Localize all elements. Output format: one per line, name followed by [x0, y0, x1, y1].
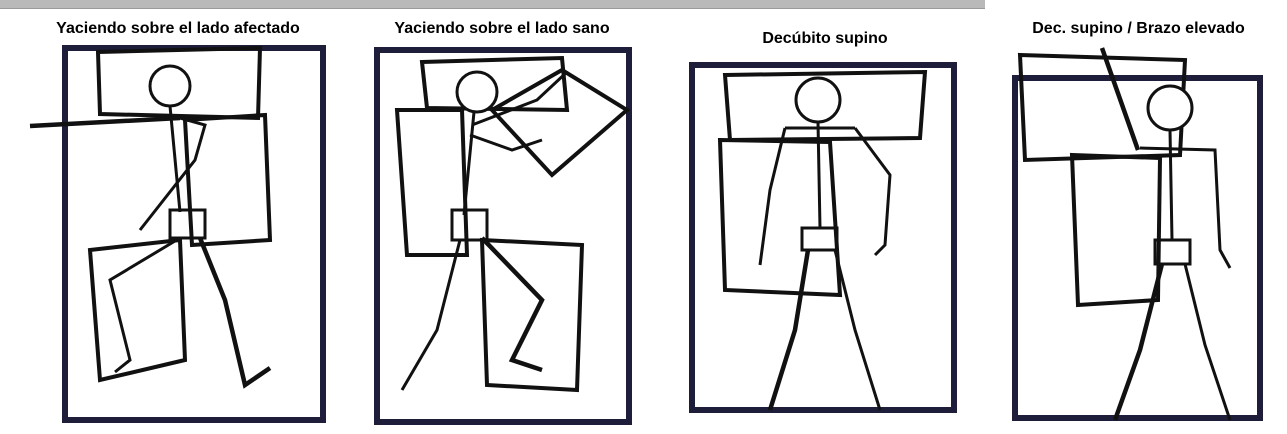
illustration-affected-side [29, 45, 326, 423]
pillow-arm [717, 137, 843, 298]
pillow-head [722, 69, 928, 143]
illustration-supine [689, 62, 957, 413]
panel-title: Yaciendo sobre el lado sano [394, 20, 610, 37]
pillow-legs [479, 237, 585, 393]
stick-figure [1099, 47, 1232, 421]
stick-figure [758, 76, 892, 411]
bed [62, 45, 326, 423]
pillow-legs [87, 237, 188, 383]
stick-figure [29, 64, 272, 389]
illustration-supine-arm-raised [1012, 47, 1263, 421]
pillow-body [182, 112, 273, 248]
illustration-healthy-side [374, 47, 632, 425]
panel-healthy-side: Yaciendo sobre el lado sano [352, 0, 652, 434]
bed [689, 62, 957, 413]
bed [1012, 75, 1263, 421]
panel-supine-arm-raised: Dec. supino / Brazo elevado [990, 0, 1287, 434]
panel-title: Dec. supino / Brazo elevado [1032, 20, 1245, 37]
pillow-head [95, 45, 263, 121]
top-strip [0, 0, 985, 9]
panel-title: Yaciendo sobre el lado afectado [56, 20, 300, 37]
panel-title: Decúbito supino [762, 30, 888, 47]
pillow-arm [488, 67, 631, 178]
pillow-head [1017, 52, 1188, 163]
panel-supine: Decúbito supino [680, 0, 970, 434]
pillow-head [419, 55, 570, 113]
pillow-back [394, 108, 470, 257]
stick-figure [400, 70, 569, 391]
bed [374, 47, 632, 425]
panel-affected-side: Yaciendo sobre el lado afectado [20, 0, 340, 434]
pillow-body [1069, 152, 1163, 308]
